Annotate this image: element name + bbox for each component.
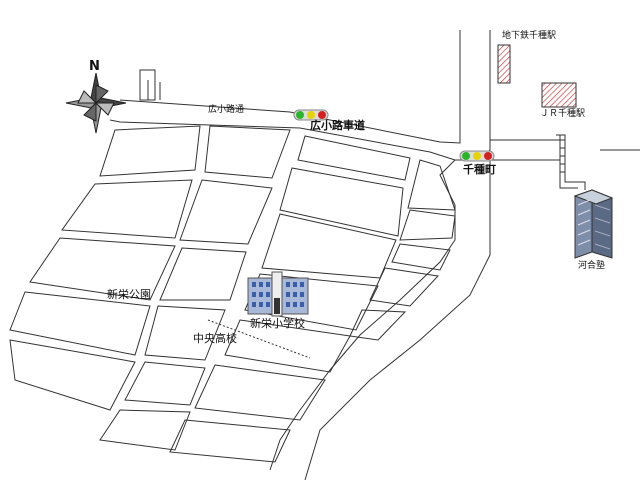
block [29, 237, 176, 301]
kawaijuku-label: 河合塾 [578, 261, 606, 271]
hirokoji-kurumamichi-label: 広小路車道 [310, 119, 365, 132]
subway-chikusa-station-label: 地下鉄千種駅 [502, 31, 557, 41]
road-network [9, 30, 640, 480]
block [204, 125, 291, 179]
traffic-signal-icon [459, 150, 495, 162]
subway-station-building [497, 44, 511, 84]
main-avenue-east [304, 160, 491, 480]
east-road [490, 150, 561, 161]
block [61, 179, 193, 239]
block [99, 409, 191, 451]
block [9, 339, 136, 411]
block [99, 125, 201, 177]
block [369, 267, 440, 307]
block [224, 319, 351, 373]
school-building-icon [247, 271, 309, 317]
chuo-high-school-label: 中央高校 [193, 332, 237, 345]
block [159, 247, 247, 301]
jr-chikusa-station-label: ＪＲ千種駅 [540, 109, 586, 119]
rail-connector [556, 134, 586, 190]
block [261, 213, 397, 279]
traffic-signal-icon [293, 109, 329, 121]
compass-rose-icon [65, 72, 127, 134]
main-avenue-west [269, 159, 456, 471]
block [391, 243, 451, 271]
block [139, 69, 156, 101]
jr-station-building [541, 82, 577, 108]
block [194, 364, 326, 421]
block [349, 309, 407, 341]
block [169, 419, 291, 463]
hirokoji-dori-label: 広小路通 [208, 105, 245, 115]
shinsakae-park-label: 新栄公園 [107, 288, 151, 301]
block [9, 291, 151, 356]
block [124, 361, 206, 406]
chikusa-machi-label: 千種町 [463, 163, 496, 176]
block [179, 179, 273, 245]
block [297, 135, 411, 181]
office-building-icon [573, 189, 614, 259]
compass-north-label: N [89, 59, 100, 74]
hirokoji-north-edge [119, 30, 461, 144]
block [279, 167, 404, 237]
block [144, 305, 226, 361]
block [399, 209, 456, 241]
shinsakae-elementary-school-label: 新栄小学校 [250, 317, 305, 330]
block [407, 159, 456, 211]
